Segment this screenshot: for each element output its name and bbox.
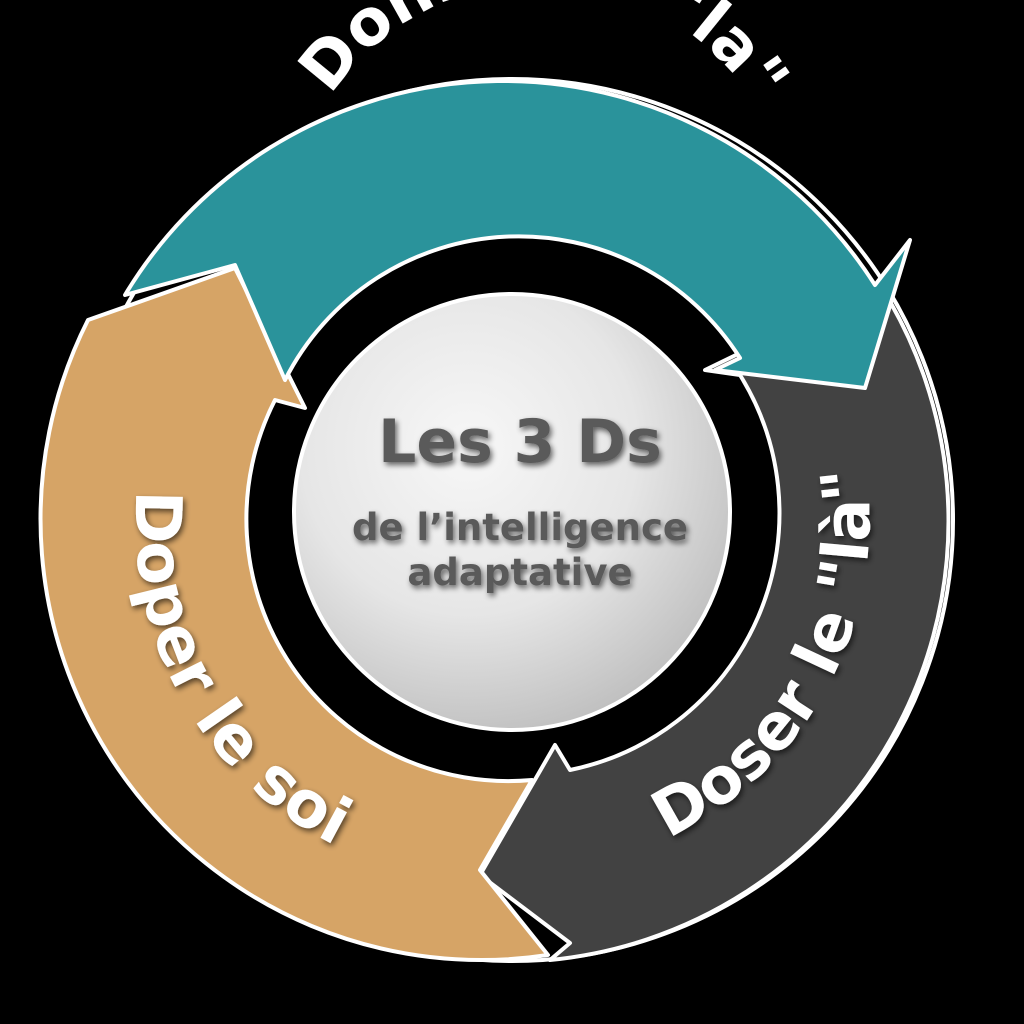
segment-doser-arrow (478, 283, 951, 962)
segment-donner-arrow (123, 79, 912, 390)
center-disk (292, 292, 732, 732)
center-title: Les 3 Ds (378, 407, 662, 477)
segment-doper-arrow (38, 266, 550, 963)
center-subtitle-line2: adaptative (407, 551, 632, 594)
center-subtitle-line1: de l’intelligence (352, 506, 688, 549)
